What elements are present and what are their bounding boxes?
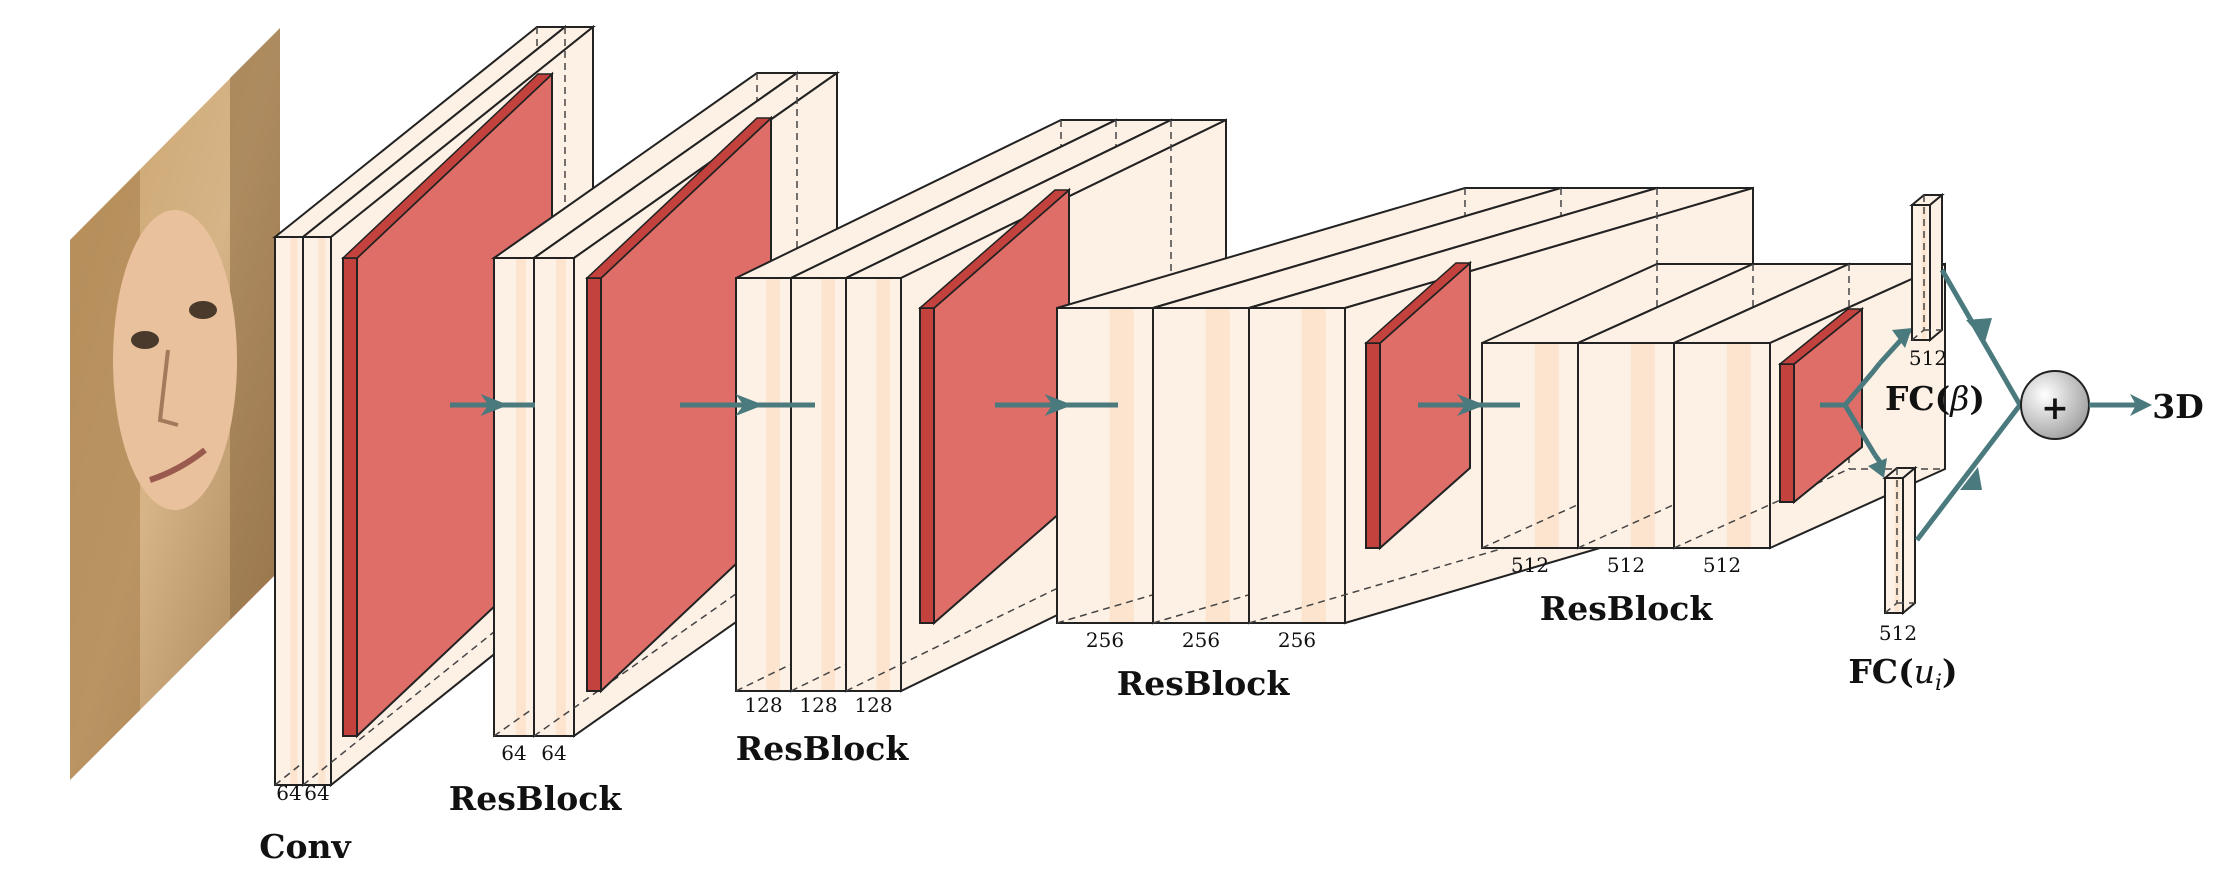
pool-edge <box>919 307 935 624</box>
fc-beta-size: 512 <box>1909 346 1947 370</box>
fc-beta-block <box>1909 192 1945 343</box>
channel-label: 512 <box>1511 553 1549 577</box>
pool-edge <box>1365 342 1381 549</box>
regression-head: + <box>1820 192 2152 616</box>
channel-label: 64 <box>304 781 329 805</box>
slab-stripe <box>821 279 835 690</box>
stage-label: ResBlock <box>449 779 623 818</box>
branch-line <box>1842 403 1878 457</box>
channel-label: 256 <box>1278 628 1316 652</box>
slab-front <box>1481 342 1579 549</box>
slab-front <box>302 236 332 786</box>
flow-arrows <box>450 394 1520 416</box>
slab-front <box>1248 307 1346 624</box>
fc-beta-symbol: β <box>1948 379 1969 418</box>
arrow-head <box>735 394 764 416</box>
slab-stripe <box>556 259 566 735</box>
channel-label: 256 <box>1086 628 1124 652</box>
channel-label: 512 <box>1703 553 1741 577</box>
slab-front <box>1673 342 1771 549</box>
stage-label: ResBlock <box>1540 589 1714 628</box>
slab-stripe <box>876 279 890 690</box>
slab-hidden-edge <box>1884 602 1898 614</box>
slab-front <box>1911 204 1931 341</box>
fc-u-block <box>1882 465 1918 616</box>
slab-stripe <box>1301 309 1326 622</box>
channel-label: 128 <box>744 693 782 717</box>
slab-stripe <box>766 279 780 690</box>
to-sum-line <box>1939 268 2023 407</box>
fc-beta-close: ) <box>1969 379 1985 418</box>
pool-top <box>1364 262 1472 344</box>
channel-label: 128 <box>799 693 837 717</box>
pool-edge <box>586 277 602 692</box>
channel-label: 512 <box>1607 553 1645 577</box>
slab-front <box>1152 307 1250 624</box>
slab-front <box>1884 477 1904 614</box>
channel-label: 64 <box>541 741 566 765</box>
branch-line <box>1872 453 1883 464</box>
arrow-head <box>2130 394 2152 416</box>
slab-front <box>845 277 902 692</box>
slab-hidden-edge <box>1911 329 1925 341</box>
slab-stripe <box>1630 344 1655 547</box>
arrow-head <box>1457 394 1485 416</box>
face-photo-icon <box>70 28 280 780</box>
stage-label: ResBlock <box>736 729 910 768</box>
arrow-head <box>1892 328 1912 348</box>
slab-front <box>790 277 847 692</box>
channel-label: 64 <box>276 781 301 805</box>
pool-top <box>918 189 1071 309</box>
slab-stripe <box>1534 344 1559 547</box>
channel-label: 128 <box>854 693 892 717</box>
slab-stripe <box>1109 309 1134 622</box>
pool-edge <box>1779 363 1795 503</box>
arrow-head <box>1044 394 1073 416</box>
pool-top <box>1777 308 1865 365</box>
slab-side <box>1902 465 1916 616</box>
sum-circle-icon: + <box>2020 370 2090 440</box>
slab-stripe <box>516 259 526 735</box>
fc-u-subscript: i <box>1935 671 1942 696</box>
slab-stripe <box>1205 309 1230 622</box>
pool-top <box>341 73 554 259</box>
fc-beta-label: FC(β) <box>1885 379 1985 418</box>
feature-blocks <box>272 24 1946 788</box>
branch-line <box>1843 361 1882 407</box>
slab-front <box>493 257 535 737</box>
fc-u-label: FC(ui) <box>1848 652 1957 696</box>
fc-u-size: 512 <box>1879 621 1917 645</box>
fc-u-symbol: u <box>1914 652 1935 691</box>
stage-label: Conv <box>259 827 351 866</box>
sum-symbol: + <box>2041 388 2069 427</box>
slab-front <box>1577 342 1675 549</box>
stage-4 <box>1056 186 1754 625</box>
arrow-head <box>1868 458 1887 478</box>
channel-label: 64 <box>501 741 526 765</box>
pool-edge <box>342 257 358 737</box>
channel-label: 256 <box>1182 628 1220 652</box>
slab-side <box>1929 192 1943 343</box>
slab-stripe <box>290 238 298 784</box>
slab-front <box>533 257 575 737</box>
output-label: 3D <box>2152 387 2204 426</box>
slab-stripe <box>1726 344 1751 547</box>
arrow-head <box>1960 467 1982 490</box>
stage-label: ResBlock <box>1117 664 1291 703</box>
pool-top <box>585 117 773 279</box>
slab-front <box>274 236 304 786</box>
arrow-head <box>480 394 509 416</box>
to-sum-line <box>1915 403 2022 542</box>
slab-front <box>1056 307 1154 624</box>
slab-stripe <box>318 238 326 784</box>
fc-u-close: ) <box>1942 652 1958 691</box>
slab-front <box>735 277 792 692</box>
arrow-head <box>1966 318 1992 342</box>
